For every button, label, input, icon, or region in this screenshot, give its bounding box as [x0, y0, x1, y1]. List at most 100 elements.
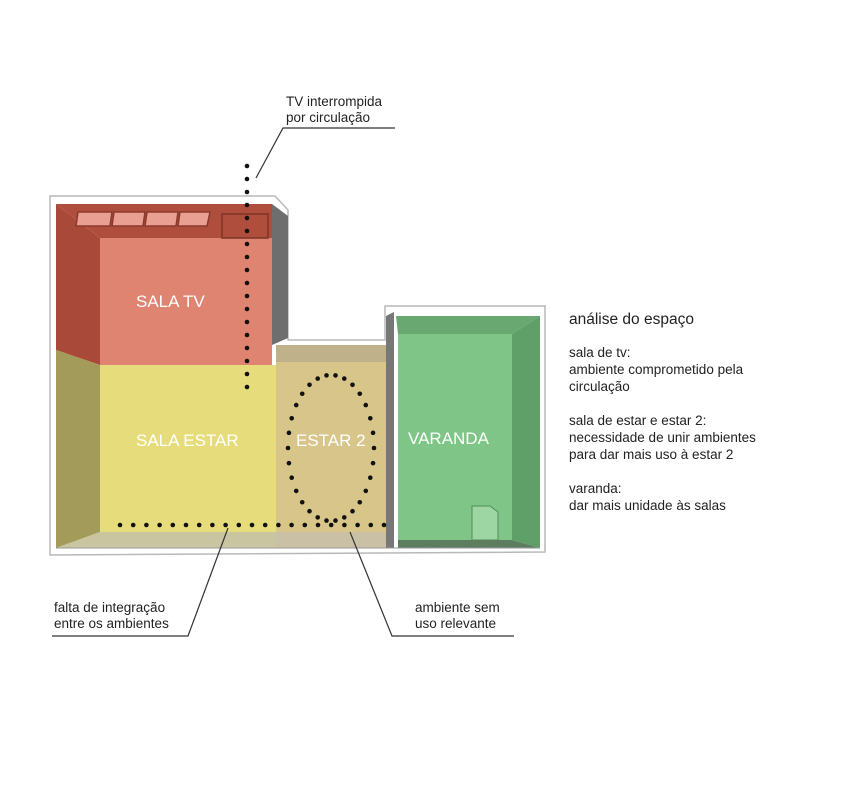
room-label-varanda: VARANDA [408, 429, 490, 448]
analysis-line: dar mais unidade às salas [569, 498, 726, 513]
path-dot [370, 460, 376, 466]
note-line: entre os ambientes [54, 616, 169, 631]
path-dot [293, 402, 299, 408]
path-dot [307, 382, 312, 388]
path-dot [289, 475, 295, 480]
path-dot [333, 518, 338, 523]
path-dot [262, 522, 268, 528]
path-dot [157, 522, 162, 528]
path-dot [244, 280, 250, 286]
estar-2-front [276, 532, 386, 548]
analysis-title: análise do espaço [569, 311, 694, 328]
path-dot [285, 445, 291, 451]
path-dot [244, 384, 250, 390]
leader-tv-interrompida [255, 127, 395, 179]
sala-estar-floor [100, 365, 276, 532]
path-dot [341, 515, 347, 520]
path-dot [244, 228, 250, 234]
path-dot [244, 358, 250, 364]
analysis-line: para dar mais uso à estar 2 [569, 447, 734, 462]
path-dot [276, 522, 281, 528]
path-dot [341, 376, 347, 381]
path-dot [299, 499, 305, 505]
analysis-line: circulação [569, 379, 630, 394]
path-dot [302, 522, 308, 528]
path-dot [244, 332, 250, 338]
analysis-panel: análise do espaço sala de tv: ambiente c… [569, 310, 756, 531]
path-dot [117, 522, 123, 528]
path-dot [324, 518, 329, 523]
path-dot [286, 430, 292, 436]
path-dot [249, 522, 255, 528]
path-dot [196, 522, 202, 528]
path-dot [244, 163, 250, 169]
path-dot [244, 254, 250, 260]
wall-outline [49, 195, 546, 556]
dotted-path-estar-2 [285, 373, 377, 523]
path-dot [244, 371, 250, 377]
leader-falta-integracao [52, 527, 229, 637]
sala-tv-right-wall [272, 204, 288, 345]
estar-2-zone [276, 345, 386, 548]
path-dot [367, 416, 373, 421]
varanda-back-wall [396, 316, 540, 334]
path-dot [381, 522, 387, 528]
analysis-item-sala-tv: sala de tv: ambiente comprometido pela c… [569, 344, 756, 395]
varanda-right-wall [512, 316, 540, 548]
varanda-front [398, 540, 540, 548]
dotted-path-circulation [244, 163, 250, 390]
path-dot [170, 522, 176, 528]
door-frame [221, 213, 269, 239]
path-dot [244, 267, 250, 273]
window-panels [75, 211, 211, 227]
path-dot [371, 445, 377, 451]
sala-estar-front [56, 532, 276, 548]
leader-lines [52, 127, 514, 637]
analysis-heading: varanda: [569, 481, 622, 496]
path-dot [144, 522, 149, 528]
note-tv-interrompida: TV interrompida por circulação [286, 94, 382, 126]
path-dot [315, 522, 321, 528]
note-falta-integracao: falta de integração entre os ambientes [54, 600, 169, 632]
room-label-sala-tv: SALA TV [136, 292, 205, 311]
path-dot [244, 241, 250, 247]
path-dot [367, 475, 373, 480]
path-dot [315, 376, 321, 381]
analysis-item-sala-estar: sala de estar e estar 2: necessidade de … [569, 412, 756, 463]
analysis-line: necessidade de unir ambientes [569, 430, 756, 445]
path-dot [350, 508, 355, 514]
path-dot [244, 293, 250, 299]
path-dot [244, 345, 250, 351]
sala-tv-zone [56, 204, 272, 365]
path-dot [333, 373, 338, 378]
path-dot [355, 522, 360, 528]
room-label-sala-estar: SALA ESTAR [136, 431, 239, 450]
path-dot [328, 522, 334, 528]
path-dot [289, 522, 294, 528]
note-line: ambiente sem [415, 600, 500, 615]
path-dot [299, 391, 305, 397]
sala-tv-floor [100, 238, 272, 365]
note-line: uso relevante [415, 616, 497, 631]
note-line: falta de integração [54, 600, 166, 615]
path-dot [289, 416, 295, 421]
path-dot [307, 508, 312, 514]
path-dot [363, 402, 369, 408]
path-dot [342, 522, 347, 528]
note-ambiente-sem-uso: ambiente sem uso relevante [415, 600, 500, 632]
path-dot [244, 215, 250, 221]
path-dot [370, 430, 376, 436]
path-dot [363, 488, 369, 494]
path-dot [368, 522, 374, 528]
analysis-heading: sala de tv: [569, 345, 631, 360]
analysis-line: ambiente comprometido pela [569, 362, 744, 377]
path-dot [324, 373, 329, 378]
estar-2-right-wall [386, 312, 394, 548]
path-dot [286, 460, 292, 466]
path-dot [130, 522, 136, 528]
varanda-planter [471, 505, 499, 541]
path-dot [357, 499, 363, 505]
path-dot [236, 522, 242, 528]
note-line: por circulação [286, 110, 371, 125]
